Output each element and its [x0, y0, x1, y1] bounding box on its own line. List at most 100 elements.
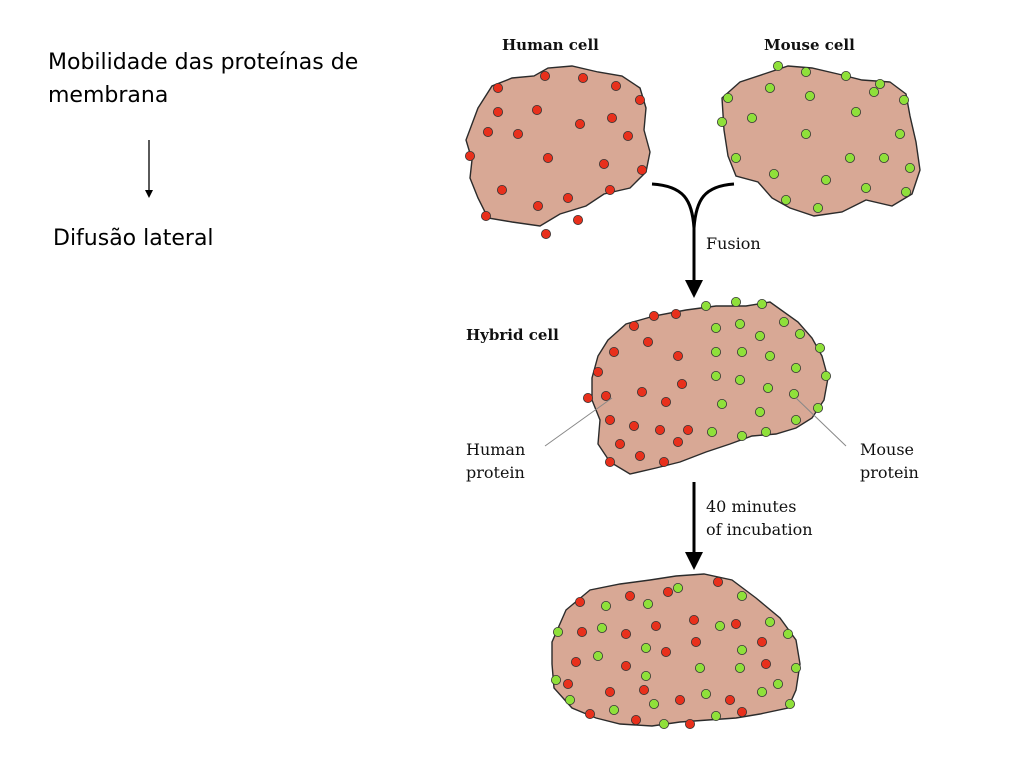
human-protein-dot — [578, 73, 589, 84]
mouse-protein-dot — [735, 374, 746, 385]
human-protein-dot — [631, 715, 642, 726]
mouse-protein-dot — [659, 719, 670, 730]
human-protein-dot — [543, 152, 554, 163]
human-protein-dot — [731, 619, 742, 630]
mouse-protein-dot — [769, 168, 780, 179]
mouse-protein-dot — [791, 362, 802, 373]
mouse-protein-dot — [641, 671, 652, 682]
human-protein-dot — [673, 350, 684, 361]
incubation-label-line2: of incubation — [706, 520, 813, 539]
human-protein-dot — [585, 709, 596, 720]
mouse-protein-dot — [701, 300, 712, 311]
human-protein-dot — [605, 414, 616, 425]
mouse-protein-dot — [791, 663, 802, 674]
mouse-protein-dot — [717, 398, 728, 409]
mouse-protein-dot — [731, 296, 742, 307]
human-protein-dot — [541, 228, 552, 239]
human-protein-dot — [621, 629, 632, 640]
mouse-protein-dot — [601, 601, 612, 612]
mouse-protein-dot — [851, 107, 862, 118]
fusion-bracket-right — [692, 182, 735, 229]
mouse-protein-dot — [765, 617, 776, 628]
mouse-protein-dot — [821, 370, 832, 381]
hybrid-cell — [591, 301, 829, 475]
mouse-protein-dot — [711, 346, 722, 357]
human-protein-dot — [593, 366, 604, 377]
human-protein-dot — [725, 695, 736, 706]
mouse-protein-dot — [755, 330, 766, 341]
human-protein-leader — [544, 397, 613, 447]
human-protein-dot — [607, 113, 618, 124]
fusion-bracket-left — [651, 182, 696, 229]
human-protein-dot — [629, 320, 640, 331]
human-protein-dot — [635, 450, 646, 461]
protein-dots — [464, 61, 916, 730]
mouse-protein-label-line2: protein — [860, 463, 919, 482]
human-protein-dot — [601, 390, 612, 401]
mouse-protein-dot — [813, 202, 824, 213]
mouse-protein-dot — [805, 91, 816, 102]
human-protein-dot — [635, 95, 646, 106]
human-protein-dot — [571, 657, 582, 668]
mouse-protein-dot — [765, 350, 776, 361]
mouse-protein-dot — [761, 426, 772, 437]
human-protein-dot — [689, 615, 700, 626]
human-protein-dot — [605, 687, 616, 698]
human-protein-dot — [649, 310, 660, 321]
mouse-protein-dot — [735, 318, 746, 329]
human-protein-dot — [563, 679, 574, 690]
human-protein-dot — [659, 456, 670, 467]
mouse-protein-dot — [861, 182, 872, 193]
mouse-protein-dot — [813, 402, 824, 413]
human-protein-dot — [677, 378, 688, 389]
human-protein-dot — [492, 107, 503, 118]
mouse-protein-label-line1: Mouse — [860, 440, 914, 459]
human-protein-dot — [661, 396, 672, 407]
mixed-cell — [551, 573, 801, 727]
mouse-protein-dot — [785, 699, 796, 710]
human-protein-dot — [540, 71, 551, 82]
fusion-label: Fusion — [706, 234, 761, 253]
incubation-label-line1: 40 minutes — [706, 497, 796, 516]
mouse-protein-dot — [707, 426, 718, 437]
human-protein-dot — [637, 164, 648, 175]
hybrid-cell-label: Hybrid cell — [466, 326, 559, 344]
mouse-protein-dot — [791, 414, 802, 425]
mouse-protein-dot — [821, 174, 832, 185]
mouse-protein-dot — [551, 675, 562, 686]
mouse-protein-dot — [841, 71, 852, 82]
mouse-protein-dot — [737, 645, 748, 656]
human-protein-dot — [575, 597, 586, 608]
human-protein-dot — [577, 627, 588, 638]
human-protein-dot — [685, 719, 696, 730]
mouse-protein-dot — [899, 95, 910, 106]
human-protein-dot — [629, 420, 640, 431]
human-protein-dot — [605, 184, 616, 195]
mouse-protein-dot — [783, 629, 794, 640]
mouse-protein-dot — [795, 328, 806, 339]
mouse-protein-dot — [643, 599, 654, 610]
mouse-protein-dot — [711, 370, 722, 381]
mouse-protein-leader — [795, 397, 847, 447]
human-protein-dot — [513, 128, 524, 139]
human-protein-dot — [643, 336, 654, 347]
human-protein-dot — [651, 621, 662, 632]
mouse-protein-dot — [757, 298, 768, 309]
mouse-protein-dot — [773, 61, 784, 72]
human-protein-dot — [563, 192, 574, 203]
human-protein-label-line1: Human — [466, 440, 525, 459]
mouse-cell — [721, 65, 921, 217]
human-protein-dot — [675, 695, 686, 706]
mouse-protein-dot — [673, 583, 684, 594]
mouse-protein-dot — [723, 93, 734, 104]
mouse-protein-dot — [593, 651, 604, 662]
human-protein-dot — [673, 436, 684, 447]
mouse-protein-dot — [737, 430, 748, 441]
mouse-protein-dot — [789, 388, 800, 399]
mouse-protein-dot — [815, 342, 826, 353]
human-protein-dot — [611, 81, 622, 92]
human-protein-dot — [661, 647, 672, 658]
mouse-protein-dot — [763, 382, 774, 393]
human-protein-dot — [496, 184, 507, 195]
incubation-arrowhead — [685, 552, 703, 570]
